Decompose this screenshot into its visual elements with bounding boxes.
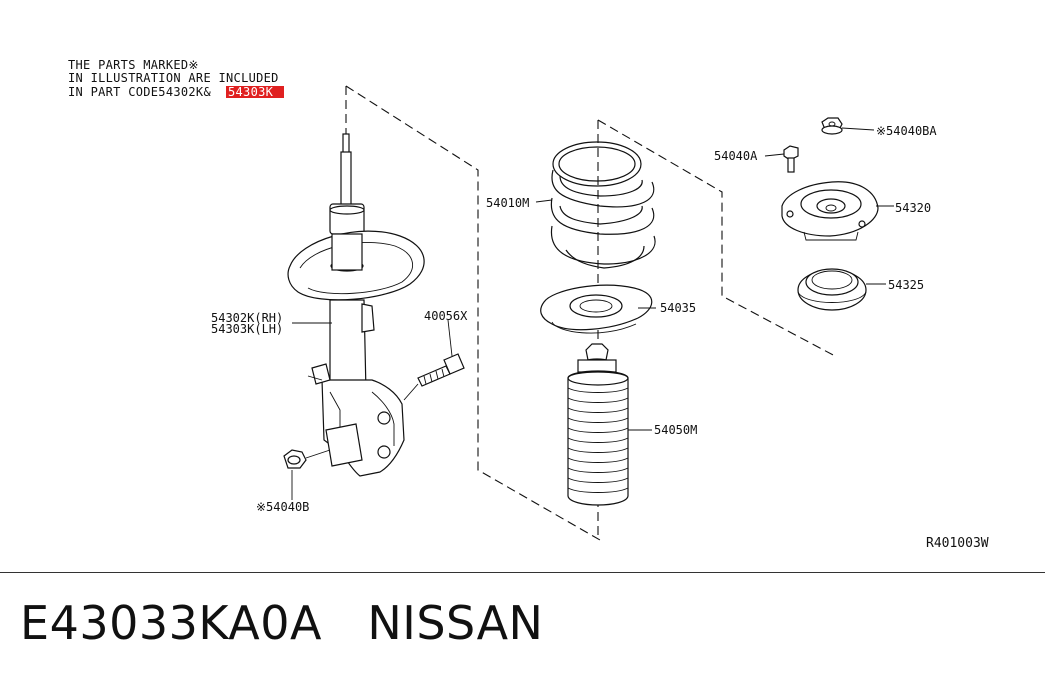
coil-spring-54010m xyxy=(550,141,656,269)
bearing-54325 xyxy=(797,268,867,311)
callout-54040a: 54040A xyxy=(714,149,758,163)
strut-assembly xyxy=(287,133,425,477)
callout-54320: 54320 xyxy=(895,201,931,215)
leader-54040a xyxy=(764,153,785,157)
callout-54302k: 54302K(RH) xyxy=(211,311,283,325)
strut-mount-54320 xyxy=(781,181,879,241)
callout-54010m: 54010M xyxy=(486,196,529,210)
assembly-boundary-right xyxy=(597,119,836,357)
note-line-2: IN ILLUSTRATION ARE INCLUDED xyxy=(68,71,279,85)
callout-54325: 54325 xyxy=(888,278,924,292)
footer-divider xyxy=(0,572,1045,573)
leader-54010m xyxy=(535,199,553,203)
footer-title: E43033KA0A NISSAN xyxy=(20,596,543,650)
note-line-1: THE PARTS MARKED※ xyxy=(68,58,199,72)
brand-name: NISSAN xyxy=(367,596,544,650)
nut-54040b xyxy=(283,449,331,469)
diagram-code: R401003W xyxy=(926,536,989,551)
callout-54040b: ※54040B xyxy=(256,500,309,514)
note-highlight-code: 54303K xyxy=(228,85,274,99)
callout-40056x: 40056X xyxy=(424,309,468,323)
dust-boot-54050m xyxy=(567,343,629,506)
part-number: E43033KA0A xyxy=(20,596,322,650)
spring-seat-54035 xyxy=(540,284,653,334)
leader-40056x xyxy=(447,319,453,357)
highlight-box xyxy=(226,86,284,98)
callout-54050m: 54050M xyxy=(654,423,697,437)
bolt-54040a xyxy=(783,145,799,173)
bolt-40056x xyxy=(403,353,465,401)
callout-54040ba: ※54040BA xyxy=(876,124,937,138)
nut-54040ba xyxy=(821,117,843,135)
callout-54303k: 54303K(LH) xyxy=(211,322,283,336)
note-line-3: IN PART CODE54302K& xyxy=(68,85,211,99)
exploded-diagram: THE PARTS MARKED※ IN ILLUSTRATION ARE IN… xyxy=(68,58,989,551)
callout-54035: 54035 xyxy=(660,301,696,315)
leader-54040ba xyxy=(841,127,875,131)
assembly-boundary-left xyxy=(345,85,601,541)
